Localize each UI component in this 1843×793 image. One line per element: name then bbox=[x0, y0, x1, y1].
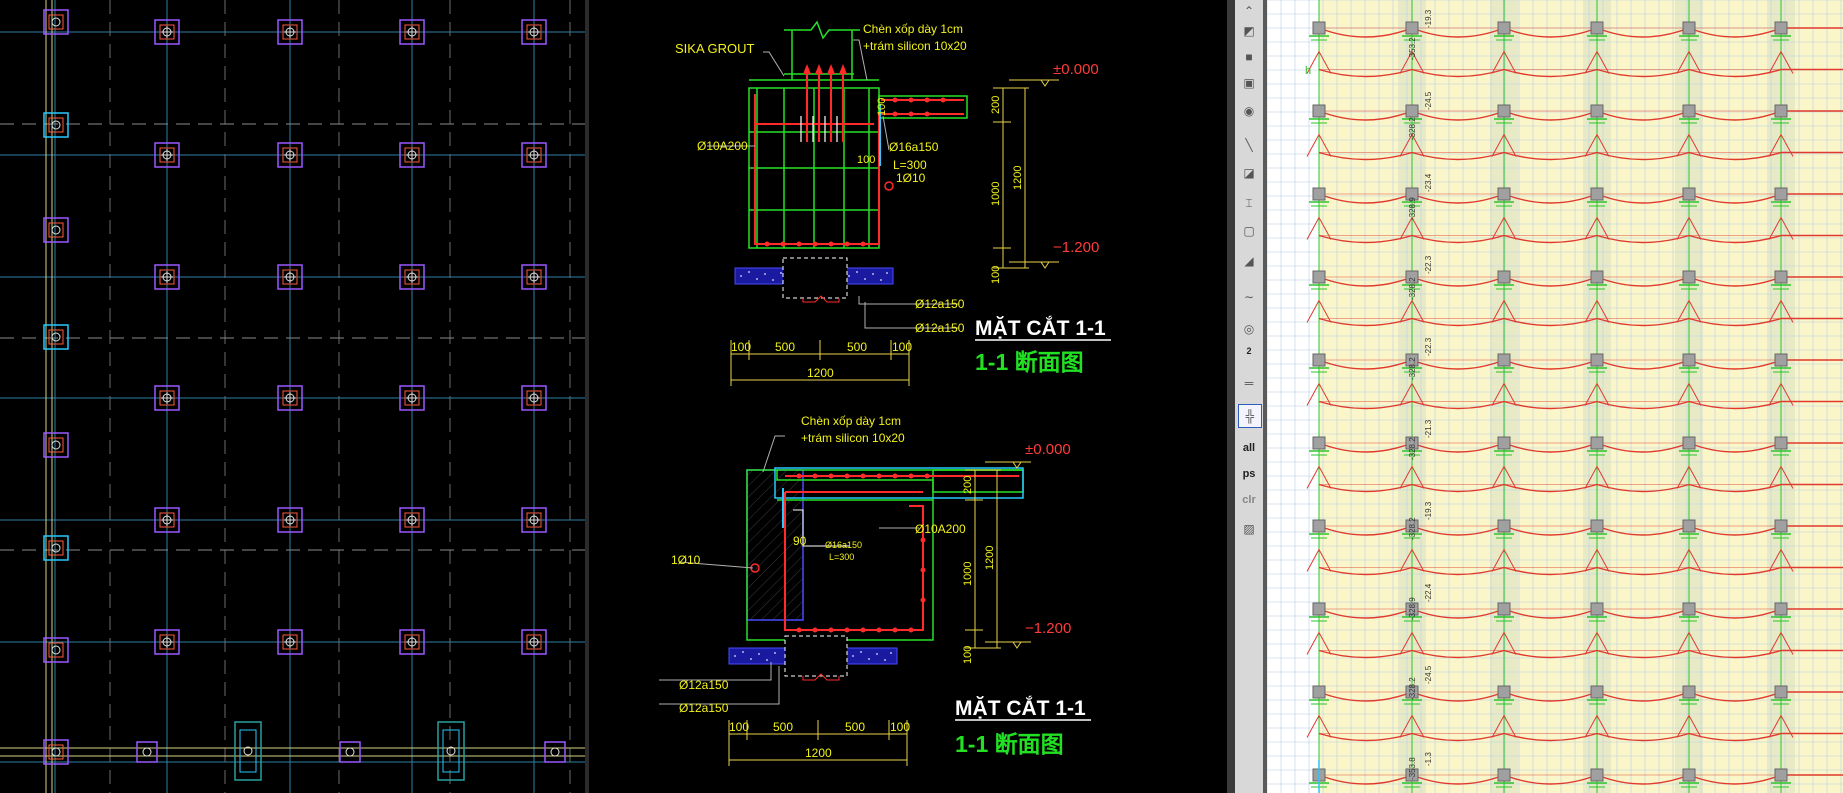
model-drawing: h -353.2 -328.2 -328.9 -328.2 -328.2 -328.2 -32… bbox=[1267, 0, 1843, 793]
dim-h-1: 500 bbox=[775, 340, 795, 354]
row-moment-label: -328.9 bbox=[1408, 597, 1417, 620]
row-moment-label: -328.2 bbox=[1408, 277, 1417, 300]
draw-circle-icon[interactable]: ◉ bbox=[1243, 104, 1255, 118]
col-moment-label: -24.5 bbox=[1424, 91, 1433, 110]
dim-100-bottom-b: 100 bbox=[962, 646, 974, 664]
dim-total: 1200 bbox=[807, 366, 834, 380]
level-top: ±0.000 bbox=[1053, 61, 1099, 78]
section-drawing: SIKA GROUT Chèn xốp dày 1cm +trám silico… bbox=[659, 20, 1111, 766]
grid-select-icon[interactable]: ╬ bbox=[1238, 404, 1262, 428]
col-moment-label: -24.5 bbox=[1424, 665, 1433, 684]
dim-slab-100: 100 bbox=[876, 98, 888, 116]
arrow-up-icon[interactable]: ⌃ bbox=[1243, 4, 1255, 18]
dim-1200-vertical-bottom: 1200 bbox=[984, 546, 996, 570]
section-title: MẶT CẮT 1-1 bbox=[975, 316, 1106, 340]
dim-h-3: 100 bbox=[892, 340, 912, 354]
dim-1200-vertical: 1200 bbox=[1012, 166, 1024, 190]
row-moment-label: -328.2 bbox=[1408, 677, 1417, 700]
foundation-plan-drawing bbox=[0, 0, 585, 793]
support-label: h bbox=[1305, 65, 1311, 77]
dowel-length-label-bottom: L=300 bbox=[829, 552, 854, 562]
hatch-icon[interactable]: ▨ bbox=[1243, 522, 1255, 536]
dim-h-3-b: 100 bbox=[890, 720, 910, 734]
viewport-splitter-3[interactable] bbox=[1263, 0, 1267, 793]
draw-diagonal-icon[interactable]: ◪ bbox=[1243, 166, 1255, 180]
bar-bottom-1-label: Ø12a150 bbox=[915, 297, 965, 311]
row-moment-label: -328.2 bbox=[1408, 357, 1417, 380]
col-moment-label: -22.3 bbox=[1424, 337, 1433, 356]
wave-icon[interactable]: ∼ bbox=[1243, 290, 1255, 304]
row-moment-label: -328.2 bbox=[1408, 437, 1417, 460]
note-line-2-bottom: +trám silicon 10x20 bbox=[801, 431, 905, 445]
note-line-1-bottom: Chèn xốp dày 1cm bbox=[801, 414, 901, 428]
foundation-plan-viewport[interactable] bbox=[0, 0, 585, 793]
node-icon[interactable]: ◎ bbox=[1243, 322, 1255, 336]
bar-single-label-bottom: 1Ø10 bbox=[671, 553, 701, 567]
dim-1000-bottom: 1000 bbox=[962, 562, 974, 586]
dim-1000: 1000 bbox=[990, 182, 1002, 206]
section-title-cn: 1-1 断面图 bbox=[975, 349, 1084, 375]
col-moment-label: -1.3 bbox=[1424, 752, 1433, 766]
col-moment-label: -21.3 bbox=[1424, 419, 1433, 438]
level-top-bottom: ±0.000 bbox=[1025, 441, 1071, 458]
note-line-2: +trám silicon 10x20 bbox=[863, 39, 967, 53]
line-thin-icon[interactable]: ═ bbox=[1244, 376, 1254, 390]
beam-icon[interactable]: ⌶ bbox=[1245, 195, 1253, 210]
clear-button[interactable]: clr bbox=[1242, 494, 1256, 506]
wedge-icon[interactable]: ◢ bbox=[1244, 254, 1254, 268]
vertical-toolbar: ⌃ ◩ ■ ▣ ◉ ╲ ◪ ⌶ ▢ ◢ ∼ ◎ 2 ═ ╬ all ps clr… bbox=[1235, 0, 1264, 793]
col-moment-label: -23.4 bbox=[1424, 173, 1433, 192]
dim-total-b: 1200 bbox=[805, 746, 832, 760]
bar-bottom-2-label: Ø12a150 bbox=[915, 321, 965, 335]
draw-fill-icon[interactable]: ▣ bbox=[1243, 76, 1255, 90]
dim-h-0: 100 bbox=[731, 340, 751, 354]
bar-stirrup-label: Ø10A200 bbox=[697, 139, 748, 153]
row-moment-label: -328.2 bbox=[1408, 117, 1417, 140]
bar-single-label: 1Ø10 bbox=[896, 171, 926, 185]
dim-200-bottom: 200 bbox=[962, 476, 974, 494]
angle-dim-90: 90 bbox=[793, 534, 807, 548]
dim-dowel-100: 100 bbox=[857, 154, 875, 166]
select-all-button[interactable]: all bbox=[1242, 442, 1256, 454]
row-moment-label: -328.9 bbox=[1408, 197, 1417, 220]
frame-icon[interactable]: ▢ bbox=[1243, 224, 1255, 238]
bar-bottom-2-label-b: Ø12a150 bbox=[679, 701, 729, 715]
col-moment-label: -19.3 bbox=[1424, 501, 1433, 520]
col-moment-label: -19.3 bbox=[1424, 9, 1433, 28]
viewport-splitter-2[interactable] bbox=[1227, 0, 1235, 793]
row-moment-label: -328.2 bbox=[1408, 517, 1417, 540]
section-title-bottom: MẶT CẮT 1-1 bbox=[955, 696, 1086, 720]
grout-label: SIKA GROUT bbox=[675, 41, 755, 56]
dim-200: 200 bbox=[990, 96, 1002, 114]
draw-polygon-icon[interactable]: ◩ bbox=[1243, 24, 1255, 38]
section-title-cn-bottom: 1-1 断面图 bbox=[955, 731, 1064, 757]
dim-100-bottom: 100 bbox=[990, 266, 1002, 284]
dim-h-0-b: 100 bbox=[729, 720, 749, 734]
bar-bottom-1-label-b: Ø12a150 bbox=[679, 678, 729, 692]
dim-h-1-b: 500 bbox=[773, 720, 793, 734]
section-top: SIKA GROUT Chèn xốp dày 1cm +trám silico… bbox=[675, 20, 1111, 386]
viewport-splitter[interactable] bbox=[585, 0, 589, 793]
structural-model-viewport[interactable]: h -353.2 -328.2 -328.9 -328.2 -328.2 -328.2 -32… bbox=[1267, 0, 1843, 793]
bar-stirrup-label-bottom: Ø10A200 bbox=[915, 522, 966, 536]
dowel-length-label: L=300 bbox=[893, 158, 927, 172]
bar-dowel-label-bottom: Ø16a150 bbox=[825, 540, 862, 550]
draw-line-icon[interactable]: ╲ bbox=[1245, 138, 1253, 152]
row-moment-label: -353.8 bbox=[1408, 757, 1417, 780]
dim-h-2: 500 bbox=[847, 340, 867, 354]
level-bottom-bottom: −1.200 bbox=[1025, 620, 1071, 637]
col-moment-label: -22.4 bbox=[1424, 583, 1433, 602]
col-moment-label: -22.3 bbox=[1424, 255, 1433, 274]
bar-dowel-label: Ø16a150 bbox=[889, 140, 939, 154]
dim-h-2-b: 500 bbox=[845, 720, 865, 734]
row-moment-label: -353.2 bbox=[1408, 37, 1417, 60]
note-line-1: Chèn xốp dày 1cm bbox=[863, 22, 963, 36]
level-bottom: −1.200 bbox=[1053, 239, 1099, 256]
draw-rect-icon[interactable]: ■ bbox=[1245, 50, 1253, 64]
section-bottom: Chèn xốp dày 1cm +trám silicon 10x20 Ø10… bbox=[659, 414, 1091, 766]
select-ps-button[interactable]: ps bbox=[1242, 468, 1256, 480]
spacing-label[interactable]: 2 bbox=[1246, 346, 1252, 356]
section-detail-viewport[interactable]: SIKA GROUT Chèn xốp dày 1cm +trám silico… bbox=[589, 0, 1227, 793]
